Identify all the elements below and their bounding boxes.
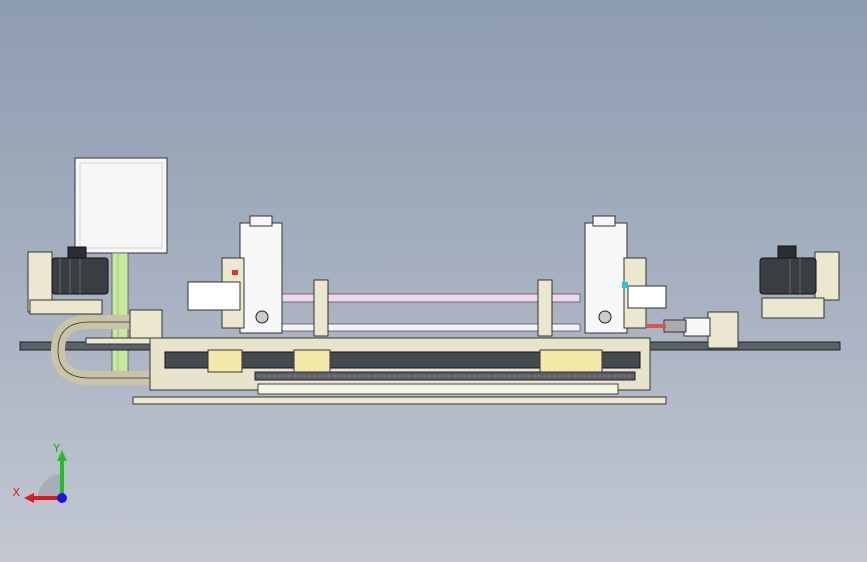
right-drive-motor[interactable]: [759, 245, 840, 319]
control-cabinet[interactable]: [74, 157, 168, 254]
left-side-plate: [85, 309, 163, 345]
cable-chain: [50, 315, 150, 385]
coordinate-triad: Y X: [12, 442, 67, 503]
y-axis-label: Y: [52, 442, 60, 455]
carriage-block-right[interactable]: [539, 349, 603, 373]
right-spindle[interactable]: [646, 311, 739, 349]
x-axis-label: X: [12, 486, 20, 499]
right-clamp-head[interactable]: [584, 215, 667, 334]
tube-support-brackets: [313, 279, 553, 337]
carriage-block-left[interactable]: [207, 349, 331, 373]
left-clamp-head[interactable]: [187, 215, 283, 334]
left-drive-motor[interactable]: [27, 246, 109, 315]
